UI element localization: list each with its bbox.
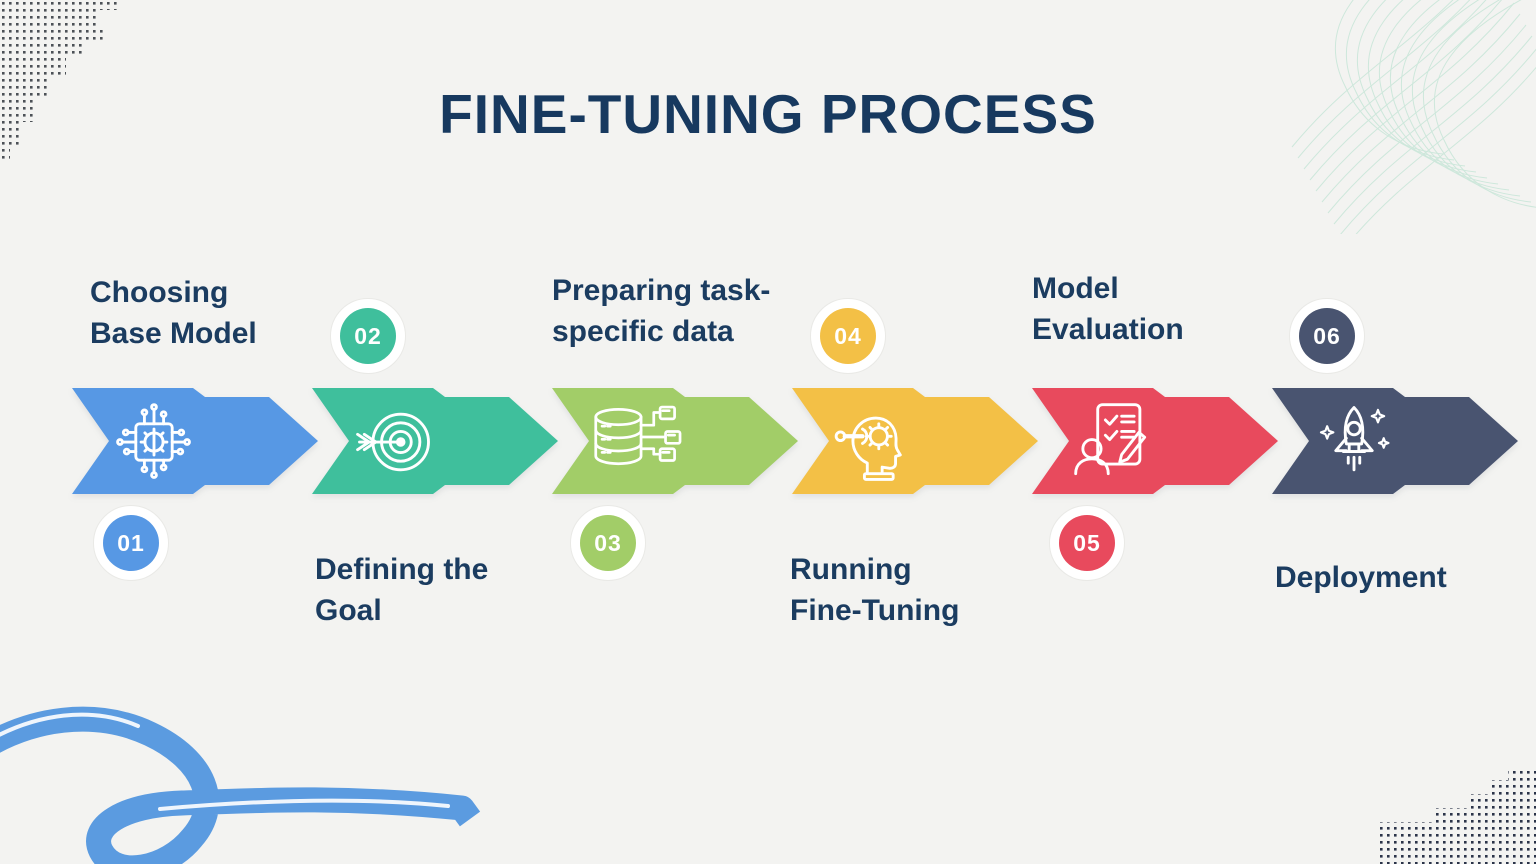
step-4-badge: 04 xyxy=(810,298,886,374)
brush-squiggle-decoration xyxy=(0,706,481,864)
step-2-label-line2: Goal xyxy=(315,594,382,627)
step-4-label: Running Fine-Tuning xyxy=(790,549,959,631)
step-5-label-line1: Model xyxy=(1032,272,1119,305)
database-files-icon xyxy=(594,405,682,466)
step-5-badge-number: 05 xyxy=(1059,515,1115,571)
step-3-badge-number: 03 xyxy=(580,515,636,571)
step-1-badge: 01 xyxy=(93,505,169,581)
step-3-badge: 03 xyxy=(570,505,646,581)
step-2-label: Defining the Goal xyxy=(315,549,488,631)
step-4-badge-number: 04 xyxy=(820,308,876,364)
step-5-badge: 05 xyxy=(1049,505,1125,581)
head-gear-wrench-icon xyxy=(834,416,902,481)
rocket-icon xyxy=(1319,406,1390,472)
step-1-label: Choosing Base Model xyxy=(90,272,257,354)
step-3-arrow xyxy=(552,388,798,494)
step-1-label-line2: Base Model xyxy=(90,317,257,350)
step-2-badge: 02 xyxy=(330,298,406,374)
page-title: FINE-TUNING PROCESS xyxy=(439,83,1097,145)
step-4-label-line2: Fine-Tuning xyxy=(790,594,960,627)
step-3-label-line2: specific data xyxy=(552,315,734,348)
step-5-arrow xyxy=(1032,388,1278,494)
step-2-label-line1: Defining the xyxy=(315,553,489,586)
step-4-label-line1: Running xyxy=(790,553,912,586)
step-1-badge-number: 01 xyxy=(103,515,159,571)
step-5-label: Model Evaluation xyxy=(1032,268,1184,350)
step-6-label: Deployment xyxy=(1275,557,1447,598)
step-2-badge-number: 02 xyxy=(340,308,396,364)
step-3-label-line1: Preparing task- xyxy=(552,274,771,307)
step-1-arrow xyxy=(72,388,318,494)
dot-grid-bottom-right-decoration xyxy=(1378,768,1536,864)
step-3-label: Preparing task- specific data xyxy=(552,270,770,352)
ai-chip-icon xyxy=(116,403,191,479)
step-4-arrow xyxy=(792,388,1038,494)
step-6-label-line1: Deployment xyxy=(1275,561,1447,594)
step-5-label-line2: Evaluation xyxy=(1032,313,1184,346)
step-6-arrow xyxy=(1272,388,1518,494)
step-1-label-line1: Choosing xyxy=(90,276,229,309)
wave-mesh-decoration xyxy=(1291,0,1536,234)
evaluation-checklist-icon xyxy=(1074,403,1147,476)
step-2-arrow xyxy=(312,388,558,494)
step-6-badge: 06 xyxy=(1289,298,1365,374)
target-arrow-icon xyxy=(356,412,430,472)
dot-grid-top-left-decoration xyxy=(0,0,120,160)
step-6-badge-number: 06 xyxy=(1299,308,1355,364)
